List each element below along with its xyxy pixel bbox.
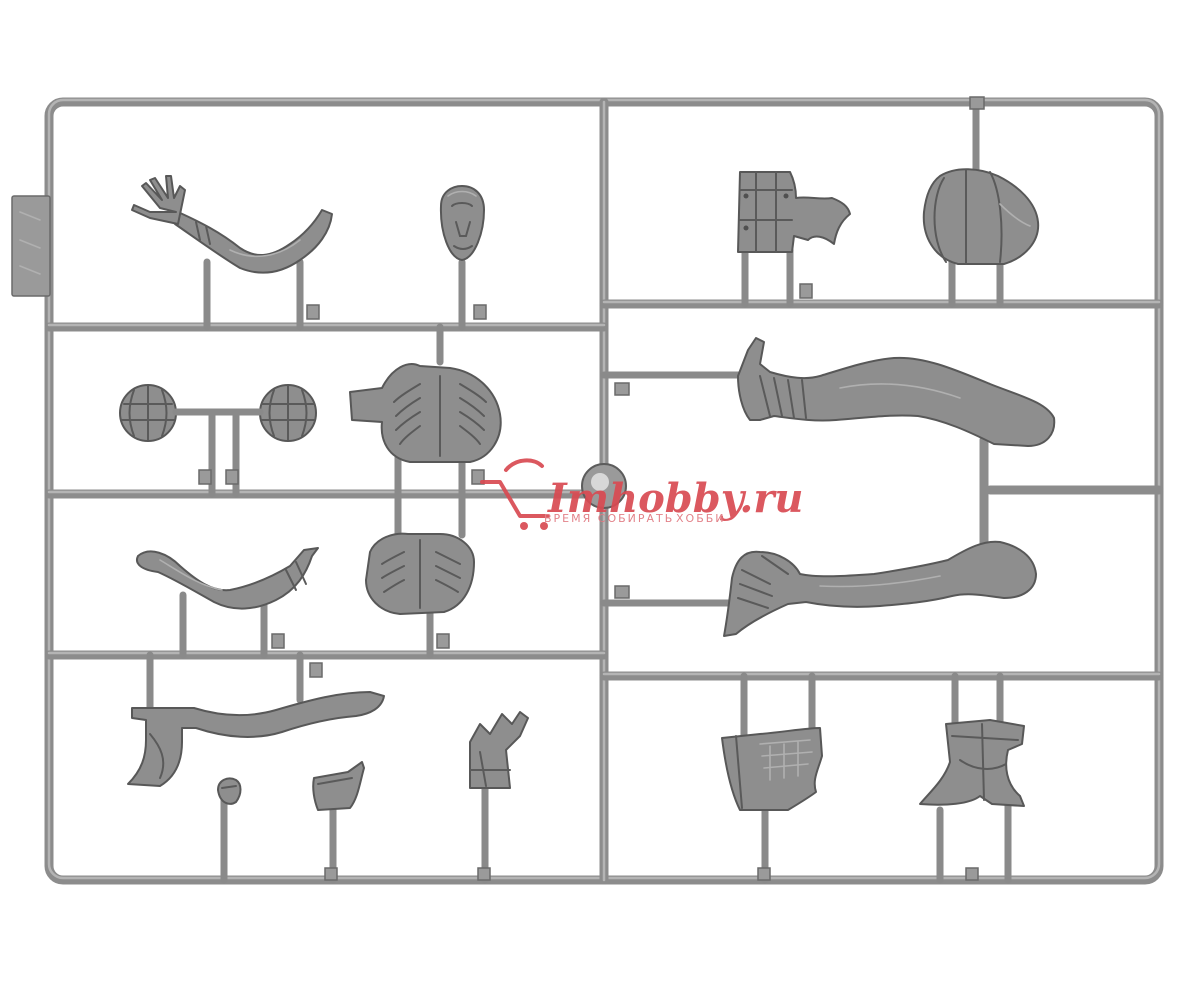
sprue-mold-marks — [19, 211, 41, 275]
part-torso-back — [349, 363, 502, 463]
part-shoulder-armor — [737, 171, 851, 253]
part-axe — [127, 691, 385, 787]
part-gauntlet — [469, 711, 529, 789]
watermark-tagline-right: ХОББИ — [676, 512, 726, 525]
sprue-frame — [11, 97, 1164, 885]
part-helmet-large — [922, 168, 1040, 265]
part-chainmail-tabard — [721, 727, 823, 811]
part-arm-bent — [136, 547, 319, 610]
part-belt-straps — [919, 719, 1025, 807]
part-helmet-halves — [119, 384, 317, 442]
watermark-logo-text: Imhobby.ru — [547, 475, 803, 522]
sprue-tab — [11, 195, 51, 297]
part-boot-top — [312, 761, 365, 811]
part-torso-front — [365, 532, 475, 615]
part-head — [439, 185, 485, 261]
part-small-hand — [217, 777, 242, 805]
part-leg-lower — [723, 540, 1037, 637]
part-leg-upper — [737, 337, 1056, 447]
shopping-cart-icon — [480, 458, 550, 530]
watermark-tagline-left: ВРЕМЯ СОБИРАТЬ — [544, 512, 674, 525]
watermark: Imhobby.ru ВРЕМЯ СОБИРАТЬ ХОББИ — [480, 458, 803, 530]
part-arm-claw-hand — [131, 175, 333, 274]
sprue-gates — [146, 96, 1012, 884]
